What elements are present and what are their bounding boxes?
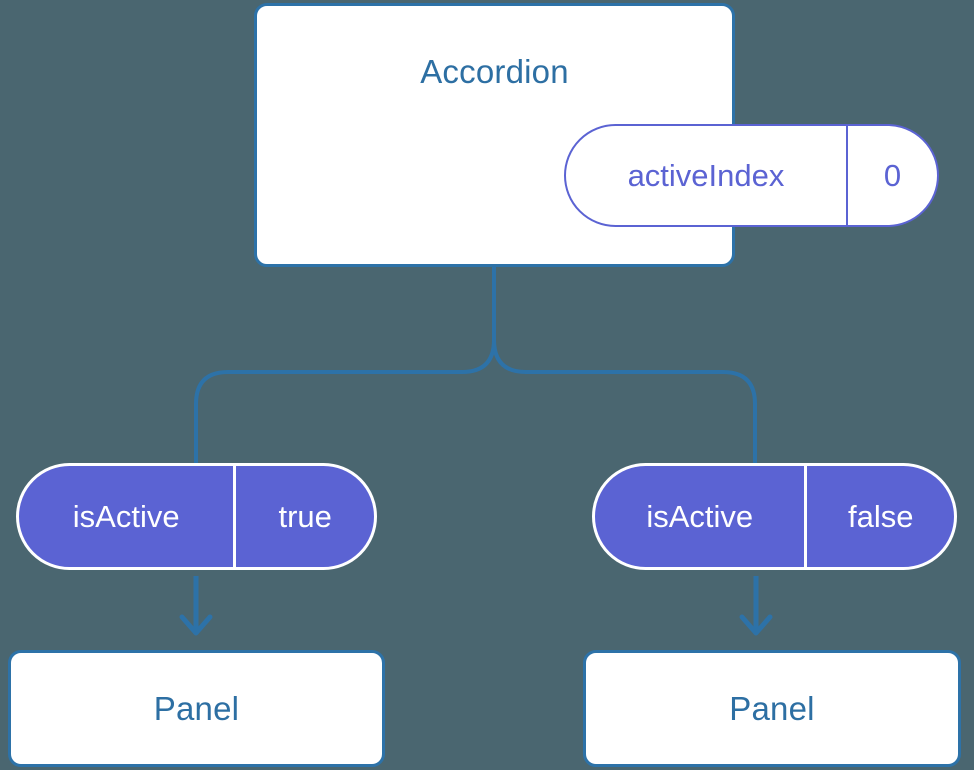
arrow-left-head-icon (179, 614, 213, 636)
panel-label-right: Panel (729, 690, 815, 727)
connector-right-branch (492, 265, 757, 465)
prop-key-right: isActive (646, 498, 754, 534)
prop-pill-is-active-false[interactable]: isActive false (592, 463, 957, 570)
panel-label-left: Panel (153, 690, 240, 727)
arrow-right-head-icon (739, 614, 773, 636)
prop-value-left: true (233, 466, 374, 567)
accordion-state-pill[interactable]: activeIndex 0 (564, 124, 939, 227)
connector-left-branch (194, 265, 496, 465)
accordion-state-key: activeIndex (627, 157, 785, 193)
panel-node-left[interactable]: Panel (8, 650, 385, 767)
accordion-state-value: 0 (845, 126, 937, 225)
prop-pill-is-active-true[interactable]: isActive true (16, 463, 377, 570)
accordion-title: Accordion (420, 53, 569, 90)
prop-key-left: isActive (72, 498, 180, 534)
accordion-node[interactable]: Accordion activeIndex 0 (254, 3, 939, 267)
prop-value-right: false (804, 466, 954, 567)
panel-node-right[interactable]: Panel (583, 650, 961, 767)
